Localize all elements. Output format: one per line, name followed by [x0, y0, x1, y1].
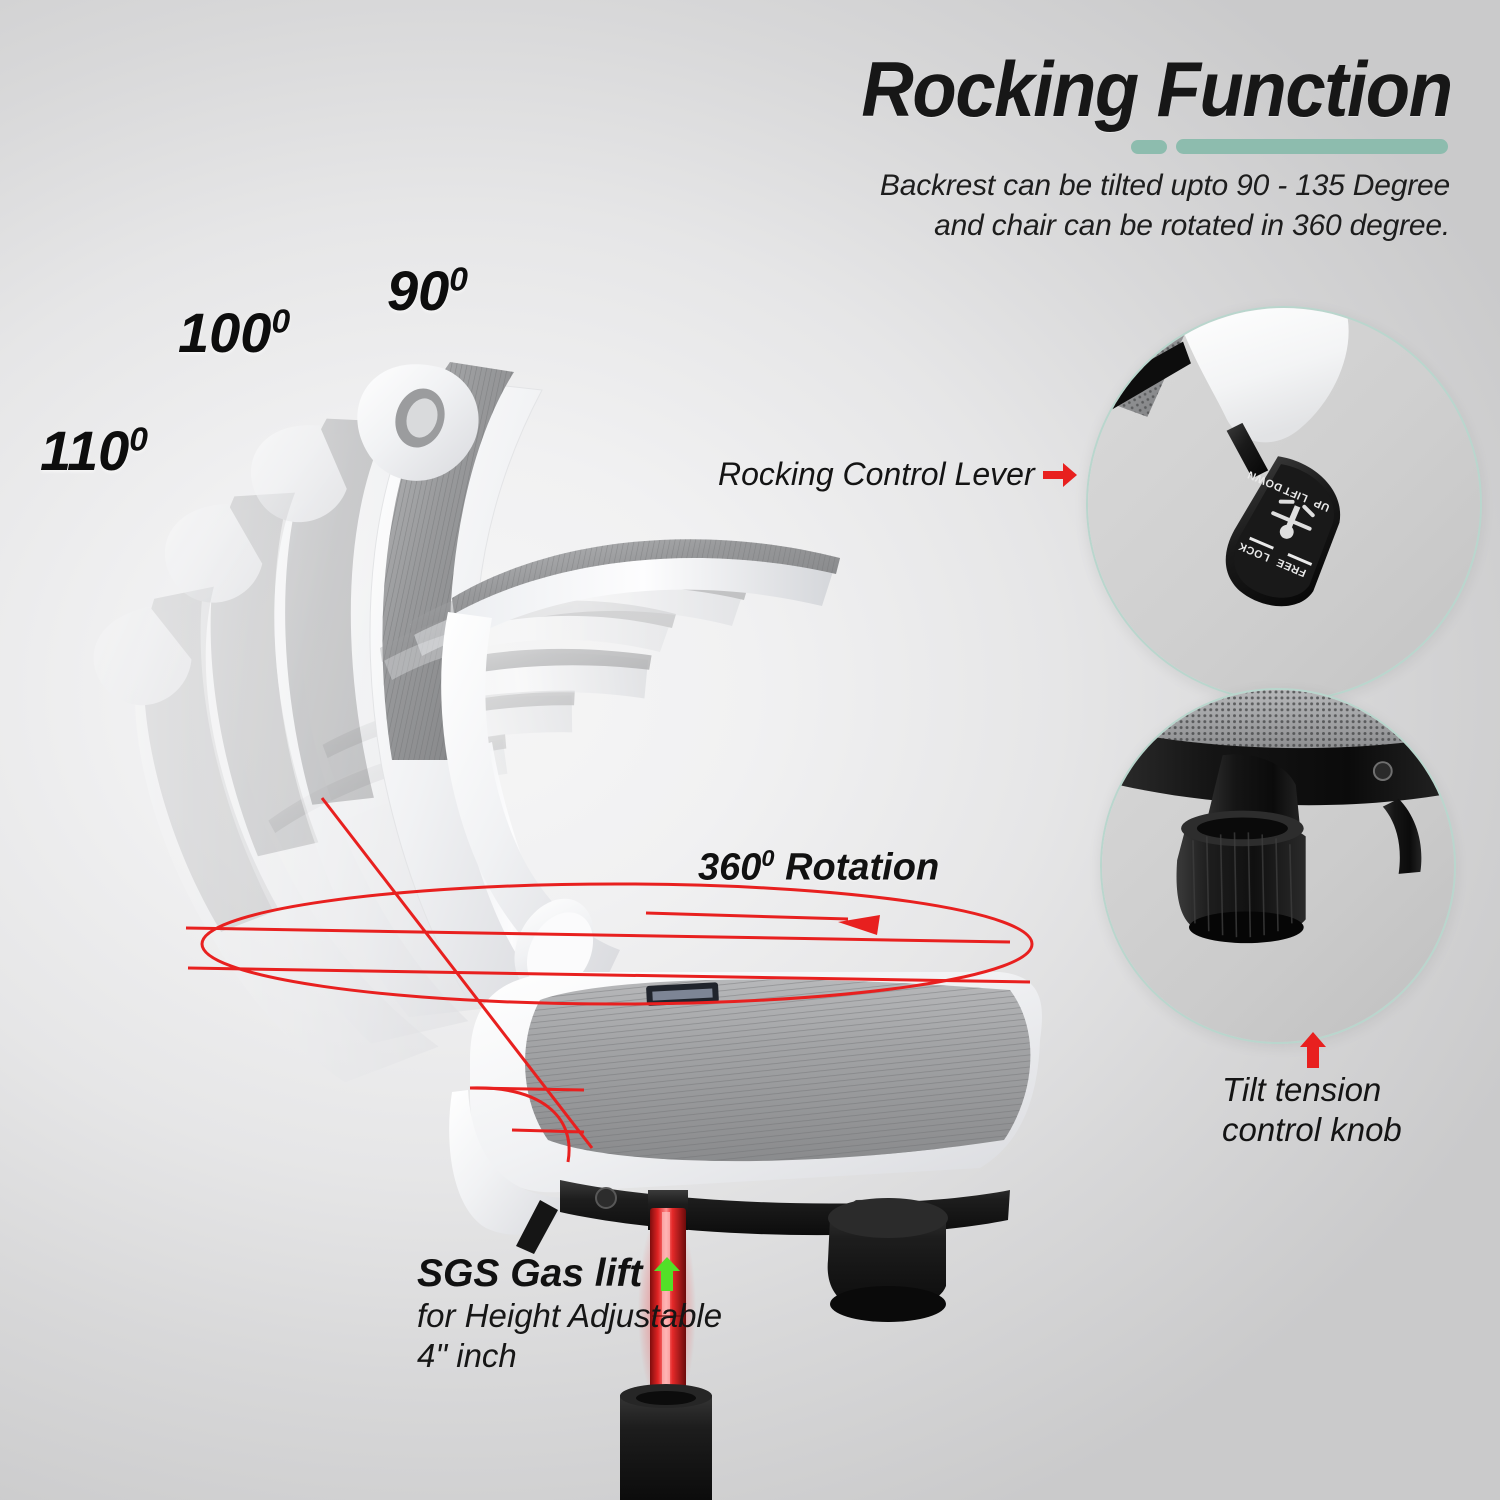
angle-label-90: 900: [387, 259, 468, 322]
arrow-up-green-icon: [654, 1257, 681, 1291]
rocking-control-lever-text: Rocking Control Lever: [718, 456, 1035, 492]
callout-tilt-tension-knob: [1100, 688, 1456, 1044]
callout-rocking-lever: FREE LOCK UP LIFT DOWN: [1086, 306, 1482, 702]
gas-lift-subtitle-2: 4" inch: [417, 1337, 517, 1375]
angle-label-110: 1100: [40, 419, 148, 482]
rocking-control-lever-annotation: Rocking Control Lever: [718, 456, 1077, 493]
subtitle-line-2: and chair can be rotated in 360 degree.: [934, 208, 1450, 242]
divider-dash: [1131, 139, 1167, 154]
gas-lift-subtitle-1: for Height Adjustable: [417, 1297, 723, 1334]
tilt-knob-line-1: Tilt tension: [1222, 1071, 1382, 1108]
gas-lift-annotation: SGS Gas lift for Height Adjustable 4" in…: [417, 1252, 837, 1377]
page-title: Rocking Function: [861, 45, 1454, 133]
subtitle-line-1: Backrest can be tilted upto 90 - 135 Deg…: [879, 169, 1450, 202]
title-divider: [1131, 139, 1448, 154]
tilt-knob-line-2: control knob: [1222, 1110, 1402, 1148]
tilt-tension-knob-annotation: Tilt tension control knob: [1222, 1070, 1402, 1149]
gas-lift-title-row: SGS Gas lift: [417, 1252, 837, 1296]
page-subtitle: Backrest can be tilted upto 90 - 135 Deg…: [750, 166, 1450, 246]
arrow-up-red-icon: [1300, 1032, 1326, 1068]
divider-bar: [1176, 139, 1448, 154]
lever-up-text: UP: [1312, 496, 1332, 513]
rotation-label: 3600 Rotation: [698, 845, 940, 889]
gas-lift-title: SGS Gas lift: [417, 1252, 643, 1295]
arrow-right-red-icon: [1042, 462, 1077, 487]
angle-label-100: 1000: [178, 301, 291, 364]
